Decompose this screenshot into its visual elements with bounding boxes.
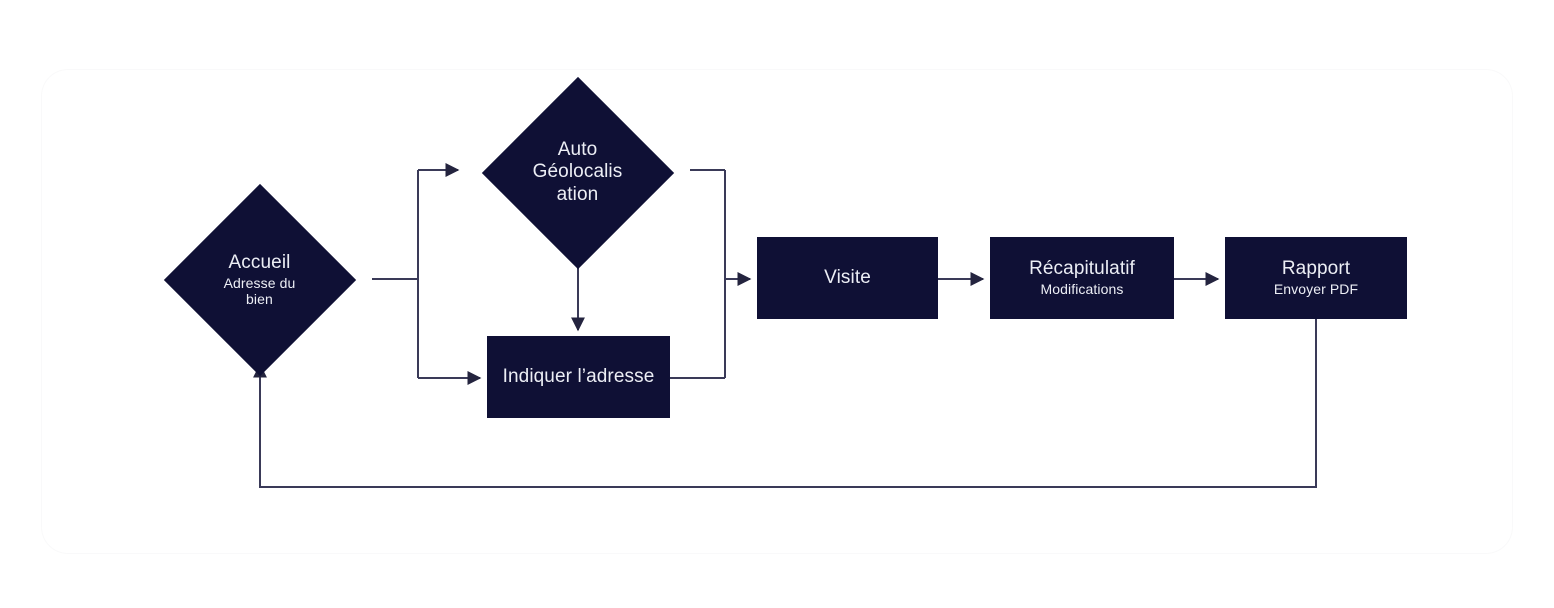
node-recapitulatif-subtitle: Modifications [1040,281,1124,298]
node-rapport-title: Rapport [1281,258,1351,280]
node-rapport[interactable]: Rapport Envoyer PDF [1225,237,1407,319]
node-indiquer-adresse-title: Indiquer l’adresse [502,365,655,387]
node-indiquer-adresse[interactable]: Indiquer l’adresse [487,336,670,418]
node-visite-title: Visite [824,266,871,288]
node-geolocalisation[interactable]: Auto Géolocalis ation [465,76,690,269]
node-recapitulatif[interactable]: Récapitulatif Modifications [990,237,1174,319]
node-accueil[interactable]: Accueil Adresse du bien [147,183,372,376]
node-accueil-label: Accueil Adresse du bien [224,252,296,308]
node-accueil-title: Accueil [228,251,291,273]
node-recapitulatif-title: Récapitulatif [1029,258,1135,280]
connector-rapport-to-accueil [253,319,1317,488]
node-visite[interactable]: Visite [757,237,938,319]
node-geolocalisation-title: Auto Géolocalis ation [532,139,623,205]
node-accueil-subtitle: Adresse du bien [223,274,296,308]
node-rapport-subtitle: Envoyer PDF [1273,281,1359,298]
node-geolocalisation-label: Auto Géolocalis ation [533,139,623,205]
